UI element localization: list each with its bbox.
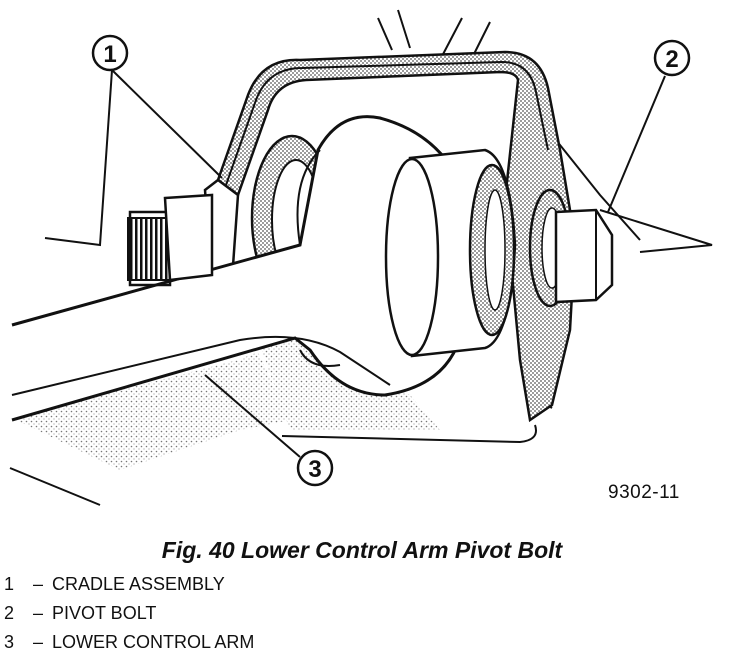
figure-id: 9302-11 xyxy=(608,482,680,503)
legend-dash: – xyxy=(32,574,43,594)
legend-number: 1 xyxy=(4,574,15,594)
legend-label: LOWER CONTROL ARM xyxy=(52,632,255,652)
legend-number: 2 xyxy=(4,603,15,623)
legend-item: 3–LOWER CONTROL ARM xyxy=(4,628,254,657)
legend-item: 1–CRADLE ASSEMBLY xyxy=(4,570,254,599)
legend-dash: – xyxy=(32,603,43,623)
callout-1: 1 xyxy=(91,34,129,72)
legend-dash: – xyxy=(32,632,43,652)
legend-label: CRADLE ASSEMBLY xyxy=(52,574,225,594)
legend-item: 2–PIVOT BOLT xyxy=(4,599,254,628)
legend-number: 3 xyxy=(4,632,15,652)
callout-2-label: 2 xyxy=(665,46,678,73)
pivot-bolt-illustration: 1 2 3 xyxy=(9,9,713,506)
legend-label: PIVOT BOLT xyxy=(52,603,157,623)
background-structure xyxy=(9,9,713,506)
pivot-bushing xyxy=(384,148,517,358)
figure-caption: Fig. 40 Lower Control Arm Pivot Bolt xyxy=(161,537,563,563)
callout-3-label: 3 xyxy=(308,456,321,483)
bolt-thread-end xyxy=(127,193,214,287)
shadow-region xyxy=(12,352,290,470)
callout-1-label: 1 xyxy=(103,41,116,68)
pivot-bolt-head xyxy=(528,188,614,308)
lower-control-arm xyxy=(11,115,464,422)
legend: 1–CRADLE ASSEMBLY 2–PIVOT BOLT 3–LOWER C… xyxy=(4,570,254,657)
callout-3: 3 xyxy=(296,449,334,487)
callout-2: 2 xyxy=(653,39,691,77)
leader-lines xyxy=(44,69,666,458)
